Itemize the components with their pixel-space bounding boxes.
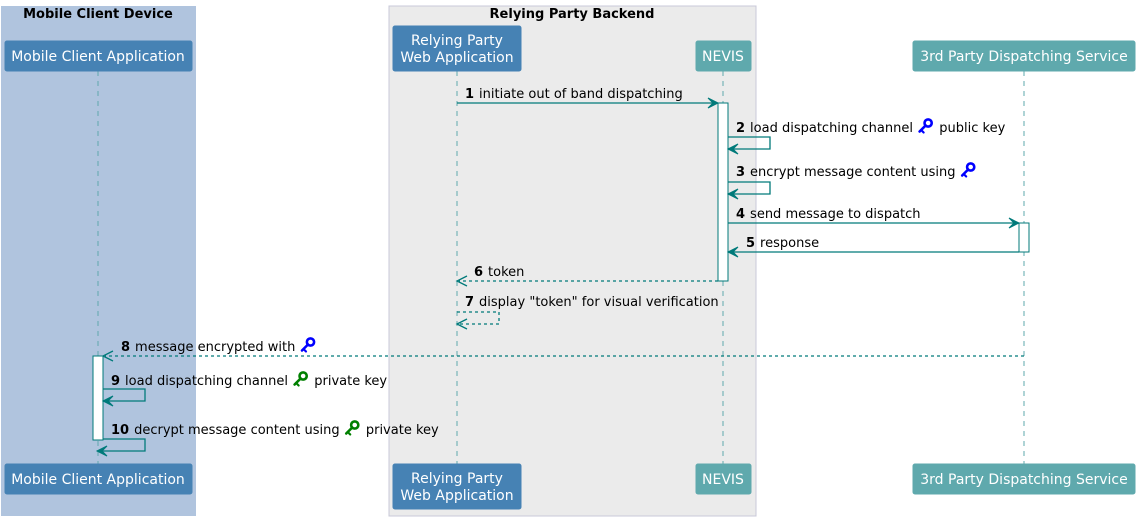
key-icon bbox=[344, 420, 360, 436]
activation-mobile bbox=[92, 355, 104, 441]
participant-dispatch-bottom[interactable]: 3rd Party Dispatching Service bbox=[912, 463, 1136, 495]
message-number: 4 bbox=[736, 207, 745, 222]
key-icon bbox=[960, 162, 976, 178]
message-label: 4 bbox=[736, 207, 745, 222]
message-arrowhead bbox=[95, 445, 108, 457]
message-number: 10 bbox=[111, 423, 129, 438]
participant-label: Web Application bbox=[400, 50, 513, 66]
message-label: 9 bbox=[111, 374, 120, 389]
participant-webapp-bottom[interactable]: Relying Party Web Application bbox=[392, 463, 522, 510]
message-4: 4 send message to dispatch bbox=[728, 207, 1021, 229]
message-text: load dispatching channel bbox=[125, 374, 292, 389]
participant-label: Web Application bbox=[400, 488, 513, 504]
message-text: send message to dispatch bbox=[750, 207, 920, 222]
group-title: Mobile Client Device bbox=[23, 7, 173, 22]
participant-label: Mobile Client Application bbox=[11, 472, 185, 488]
key-icon bbox=[300, 337, 316, 353]
message-arrow-line bbox=[97, 438, 146, 452]
message-text: display "token" for visual verification bbox=[479, 295, 719, 310]
message-5: 5 response bbox=[726, 236, 1019, 258]
message-1: 1 initiate out of band dispatching bbox=[457, 87, 720, 109]
message-arrowhead bbox=[726, 143, 739, 155]
message-label: 6 bbox=[474, 265, 483, 280]
message-label: 7 bbox=[465, 295, 474, 310]
message-3: 3 encrypt message content using bbox=[726, 162, 976, 200]
message-label: 8 bbox=[121, 340, 130, 355]
participant-nevis-bottom[interactable]: NEVIS bbox=[695, 463, 752, 495]
message-arrow-line bbox=[103, 388, 146, 402]
messages: 1 initiate out of band dispatching 2 load d… bbox=[95, 87, 1024, 457]
participant-label: Relying Party bbox=[411, 471, 503, 487]
message-9: 9 load dispatching channel private key bbox=[101, 371, 387, 407]
participant-label: NEVIS bbox=[702, 49, 744, 65]
participant-label: 3rd Party Dispatching Service bbox=[920, 49, 1127, 65]
participant-label: 3rd Party Dispatching Service bbox=[920, 472, 1127, 488]
message-arrow-line bbox=[728, 181, 771, 195]
message-number: 7 bbox=[465, 295, 474, 310]
message-10: 10 decrypt message content using private … bbox=[95, 420, 439, 457]
activation-nevis bbox=[717, 102, 729, 282]
message-number: 2 bbox=[736, 121, 745, 136]
message-text: decrypt message content using bbox=[134, 423, 344, 438]
message-number: 8 bbox=[121, 340, 130, 355]
message-number: 5 bbox=[746, 236, 755, 251]
message-text: message encrypted with bbox=[135, 340, 299, 355]
message-arrowhead bbox=[1008, 217, 1021, 229]
message-8: 8 message encrypted with bbox=[101, 337, 1024, 362]
message-number: 3 bbox=[736, 165, 745, 180]
message-text: initiate out of band dispatching bbox=[479, 87, 683, 102]
group-relying-party-backend: Relying Party Backend bbox=[388, 5, 757, 517]
message-number: 9 bbox=[111, 374, 120, 389]
message-arrowhead bbox=[707, 97, 720, 109]
message-7: 7 display "token" for visual verification bbox=[455, 295, 719, 330]
participant-webapp-top[interactable]: Relying Party Web Application bbox=[392, 25, 522, 72]
message-arrowhead bbox=[101, 350, 114, 362]
message-text: public key bbox=[935, 121, 1005, 136]
message-arrowhead bbox=[726, 246, 739, 258]
participant-mobile-bottom[interactable]: Mobile Client Application bbox=[4, 463, 193, 495]
message-6: 6 token bbox=[455, 265, 718, 287]
message-arrow-line bbox=[728, 136, 771, 150]
participant-mobile-top[interactable]: Mobile Client Application bbox=[4, 40, 193, 72]
message-number: 1 bbox=[465, 87, 474, 102]
participant-dispatch-top[interactable]: 3rd Party Dispatching Service bbox=[912, 40, 1136, 72]
message-text: encrypt message content using bbox=[750, 165, 960, 180]
message-2: 2 load dispatching channel public key bbox=[726, 118, 1006, 155]
participant-label: NEVIS bbox=[702, 472, 744, 488]
participant-nevis-top[interactable]: NEVIS bbox=[695, 40, 752, 72]
message-text: load dispatching channel bbox=[750, 121, 917, 136]
message-label: 10 bbox=[111, 423, 129, 438]
message-arrowhead bbox=[101, 395, 114, 407]
message-arrowhead bbox=[455, 275, 468, 287]
message-label: 3 bbox=[736, 165, 745, 180]
message-text: private key bbox=[310, 374, 387, 389]
activation-dispatch bbox=[1018, 222, 1030, 253]
group-title: Relying Party Backend bbox=[490, 7, 655, 22]
message-text: response bbox=[760, 236, 819, 251]
message-arrowhead bbox=[726, 188, 739, 200]
message-label: 1 bbox=[465, 87, 474, 102]
message-arrow-line bbox=[457, 311, 500, 325]
message-text: token bbox=[488, 265, 524, 280]
key-icon bbox=[293, 371, 309, 387]
key-icon bbox=[918, 118, 934, 134]
participant-label: Relying Party bbox=[411, 33, 503, 49]
message-label: 5 bbox=[746, 236, 755, 251]
participant-label: Mobile Client Application bbox=[11, 49, 185, 65]
message-arrowhead bbox=[455, 318, 468, 330]
message-label: 2 bbox=[736, 121, 745, 136]
activations bbox=[92, 102, 1030, 441]
message-text: private key bbox=[362, 423, 439, 438]
message-number: 6 bbox=[474, 265, 483, 280]
